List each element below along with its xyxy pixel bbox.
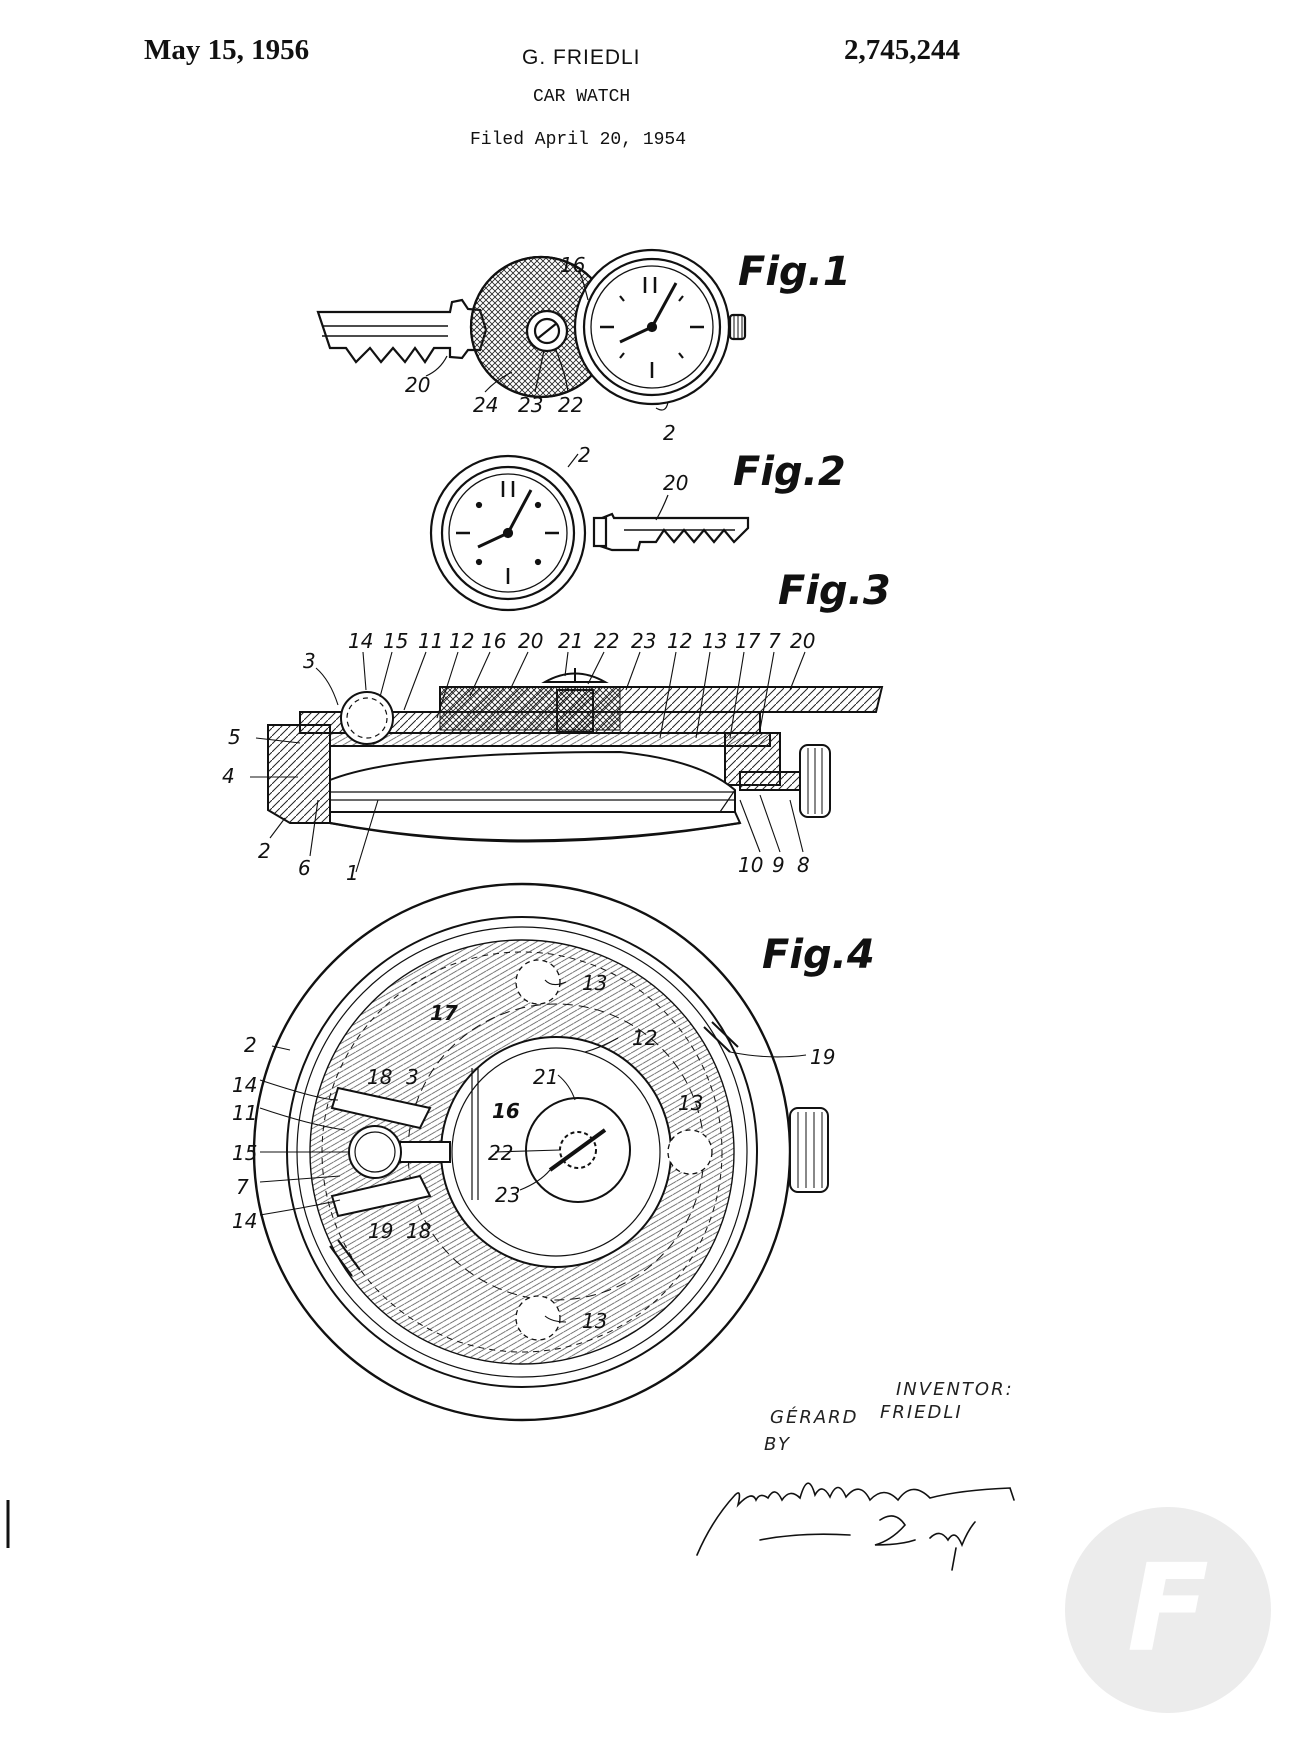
fig4-ref-19a: 19 [810,1045,835,1069]
fig3-ref-21: 21 [558,629,583,653]
inventor-first-name: GÉRARD [770,1406,859,1428]
fig4-ref-17: 17 [430,1001,458,1025]
fig4-ref-16: 16 [492,1099,520,1123]
fig3-ref-7: 7 [768,629,781,653]
fig3-ref-20a: 20 [518,629,543,653]
fig1-ref-16: 16 [560,253,585,277]
fig4-ref-23: 23 [495,1183,520,1207]
fig3-ref-5: 5 [228,725,241,749]
fig4-ref-18b: 18 [406,1219,431,1243]
patent-title: CAR WATCH [533,87,631,107]
fig3-ref-20b: 20 [790,629,815,653]
fig3-ref-12b: 12 [667,629,692,653]
fig4-ref-11: 11 [232,1101,257,1125]
fig4-ref-14a: 14 [232,1073,257,1097]
fig3-ref-8: 8 [797,853,810,877]
fig4-ref-19b: 19 [368,1219,393,1243]
fig3-ref-13: 13 [702,629,727,653]
fig3-reference-numerals: 14 15 11 12 16 20 21 22 23 12 13 17 7 20… [222,629,815,885]
fig2-label: Fig.2 [733,449,846,495]
filed-date: Filed April 20, 1954 [470,130,687,150]
fig2-ref-2: 2 [578,443,591,467]
fig1-ref-2: 2 [663,421,676,445]
fig3-ref-23: 23 [631,629,656,653]
fig1-ref-22: 22 [558,393,583,417]
fig3-ref-4: 4 [222,764,235,788]
fig1-label: Fig.1 [738,249,851,295]
patent-number: 2,745,244 [844,34,960,66]
inventor-label: INVENTOR: [896,1379,1014,1400]
fig3-ref-14: 14 [348,629,373,653]
figure-2 [429,453,750,612]
fig1-reference-numerals: 16 20 24 23 22 2 [405,253,676,445]
fig1-ref-20: 20 [405,373,430,397]
fig4-ref-15: 15 [232,1141,257,1165]
fig3-ref-16: 16 [481,629,506,653]
figure-4 [252,882,829,1422]
fig3-ref-2: 2 [258,839,271,863]
fig3-ref-9: 9 [772,853,785,877]
fig4-ref-13b: 13 [678,1091,703,1115]
fig3-ref-15: 15 [383,629,408,653]
figure-3 [250,651,884,873]
fratello-watermark-logo: F [1065,1507,1271,1713]
fig3-ref-10: 10 [738,853,763,877]
fig2-reference-numerals: 2 20 [578,443,688,495]
fig4-ref-13c: 13 [582,1309,607,1333]
fig4-ref-21: 21 [533,1065,558,1089]
fig3-ref-3: 3 [303,649,316,673]
fig1-ref-24: 24 [473,393,498,417]
fig3-ref-1: 1 [346,861,359,885]
fig3-ref-17: 17 [735,629,761,653]
fig4-ref-3: 3 [406,1065,419,1089]
fig4-ref-18a: 18 [367,1065,392,1089]
watermark-letter: F [1127,1540,1209,1679]
fig4-reference-numerals: 13 17 12 19 2 18 3 21 13 14 16 11 15 22 … [232,971,835,1333]
inventor-block: INVENTOR: GÉRARD FRIEDLI BY [696,1379,1015,1571]
fig3-label: Fig.3 [778,568,891,614]
fig3-ref-12a: 12 [449,629,474,653]
fig1-ref-23: 23 [518,393,543,417]
fig3-ref-6: 6 [298,856,311,880]
fig2-ref-20: 20 [663,471,688,495]
fig4-ref-12: 12 [632,1026,657,1050]
fig4-ref-22: 22 [488,1141,513,1165]
fig3-ref-11: 11 [418,629,443,653]
figure-1 [316,248,747,411]
inventor-name: G. FRIEDLI [522,46,641,69]
fig4-ref-13a: 13 [582,971,607,995]
fig4-label: Fig.4 [762,932,875,978]
attorney-signature [696,1482,1015,1571]
fig3-ref-22: 22 [594,629,619,653]
patent-date: May 15, 1956 [144,34,310,66]
fig4-ref-7: 7 [236,1175,249,1199]
fig4-ref-2: 2 [244,1033,257,1057]
inventor-last-name: FRIEDLI [880,1402,963,1423]
fig4-ref-14b: 14 [232,1209,257,1233]
by-label: BY [764,1434,791,1455]
